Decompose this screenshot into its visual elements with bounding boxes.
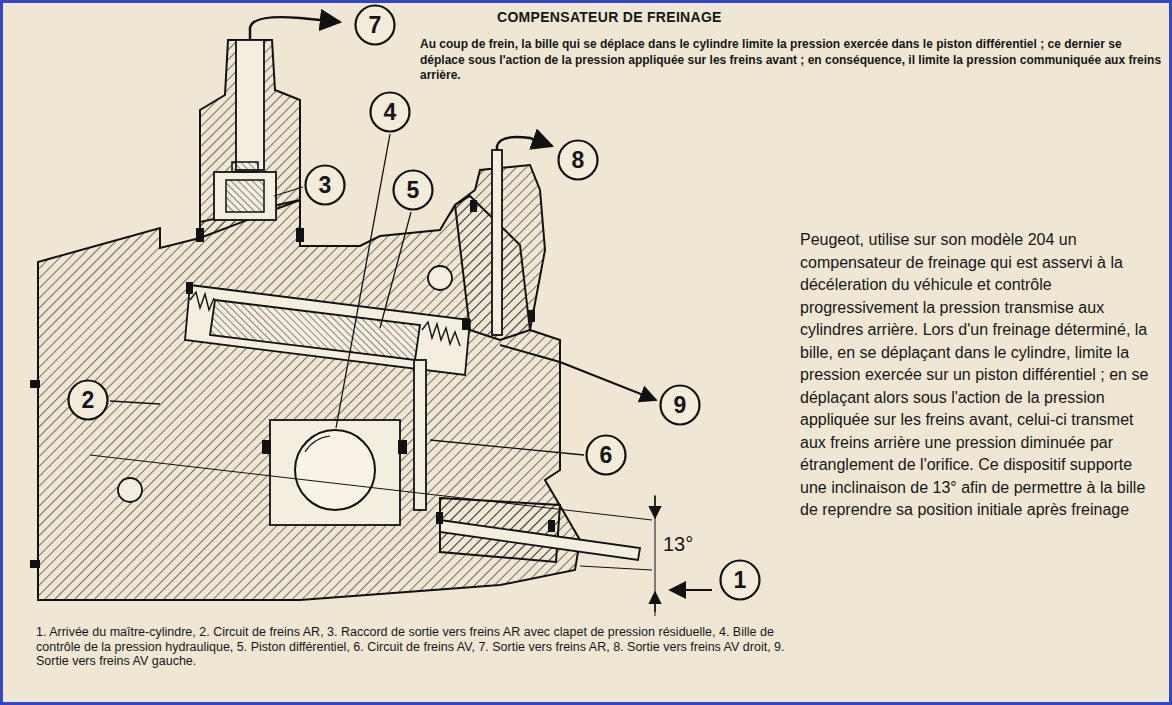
callout-number: 2 — [82, 387, 95, 413]
callout-circle: 8 — [557, 139, 599, 181]
seals-part — [296, 228, 304, 242]
intro-paragraph: Au coup de frein, la bille qui se déplac… — [420, 37, 1162, 84]
callout-number: 6 — [600, 442, 613, 468]
callout-circle-shape — [69, 381, 108, 420]
bores-part — [440, 520, 640, 560]
ball-part — [295, 430, 375, 510]
leader-lines-part — [110, 401, 160, 404]
axis-and-angle-part — [654, 592, 656, 612]
seals-part — [528, 310, 535, 322]
bores-part — [414, 360, 426, 510]
callout-number: 4 — [384, 99, 397, 125]
bores-part — [236, 40, 264, 170]
ball — [295, 430, 375, 510]
flow-arrows-part — [497, 137, 552, 150]
callout-number: 7 — [369, 12, 382, 38]
seals-part — [262, 440, 271, 454]
seals-part — [462, 318, 469, 330]
callout-circle-shape — [394, 171, 433, 210]
flow-arrows — [250, 17, 712, 590]
seals-part — [30, 380, 40, 388]
axis-and-angle-part — [580, 566, 652, 570]
valve-part — [226, 180, 264, 212]
axis-and-angle-part — [655, 495, 656, 616]
callout-circle: 5 — [392, 169, 434, 211]
figure-caption: 1. Arrivée du maître-cylindre, 2. Circui… — [36, 625, 806, 669]
seals — [30, 200, 555, 568]
callout-circle: 6 — [585, 434, 627, 476]
axis-and-angle — [90, 455, 655, 616]
springs-part — [190, 292, 214, 310]
bores-part — [492, 150, 502, 335]
callout-circle-shape — [587, 436, 626, 475]
bores — [118, 40, 640, 560]
seals-part — [436, 512, 443, 524]
leader-lines-part — [274, 187, 303, 196]
springs-part — [422, 322, 460, 346]
housing — [38, 40, 580, 600]
callout-circle-shape — [306, 166, 345, 205]
callout-circle: 2 — [67, 379, 109, 421]
seals-part — [196, 228, 204, 242]
bores-part — [185, 285, 470, 375]
axis-and-angle-part — [654, 496, 656, 518]
flow-arrows-part — [250, 17, 340, 40]
ball-part — [305, 436, 330, 452]
description-text: Peugeot, utilise sur son modèle 204 un c… — [800, 229, 1158, 522]
callout-circle-shape — [356, 6, 395, 45]
seals-part — [470, 200, 477, 212]
seals-part — [186, 282, 193, 294]
callout-circle: 3 — [304, 164, 346, 206]
callout-number: 1 — [734, 567, 747, 593]
callout-number: 8 — [572, 147, 585, 173]
callout-circle: 7 — [354, 4, 396, 46]
callout-circle: 1 — [719, 559, 761, 601]
springs — [190, 292, 460, 346]
callout-circle-shape — [559, 141, 598, 180]
figure-title: COMPENSATEUR DE FREINAGE — [497, 9, 722, 26]
seals-part — [30, 560, 40, 568]
callout-number: 9 — [674, 392, 687, 418]
valve-part — [232, 162, 258, 172]
housing-part — [200, 40, 300, 238]
bores-part — [118, 478, 142, 502]
axis-and-angle-part — [90, 455, 652, 520]
bores-part — [270, 420, 400, 525]
seals-part — [398, 440, 407, 454]
angle-dimension: 13° — [663, 532, 693, 556]
valve — [226, 162, 264, 212]
bores-part — [428, 266, 452, 290]
leader-lines-part — [380, 212, 411, 328]
flow-arrows-part — [670, 589, 712, 591]
callout-circle: 9 — [659, 384, 701, 426]
flow-arrows-part — [500, 345, 656, 400]
callout-number: 3 — [319, 172, 332, 198]
differential-piston — [210, 300, 420, 360]
callout-circle-shape — [371, 93, 410, 132]
differential-piston-part — [210, 300, 420, 360]
leader-lines — [110, 134, 584, 455]
callout-number: 5 — [407, 177, 420, 203]
seals-part — [548, 520, 555, 532]
leader-lines-part — [430, 440, 584, 455]
callout-circle: 4 — [369, 91, 411, 133]
bores-part — [214, 172, 276, 220]
callout-circle-shape — [721, 561, 760, 600]
callout-circle-shape — [661, 386, 700, 425]
